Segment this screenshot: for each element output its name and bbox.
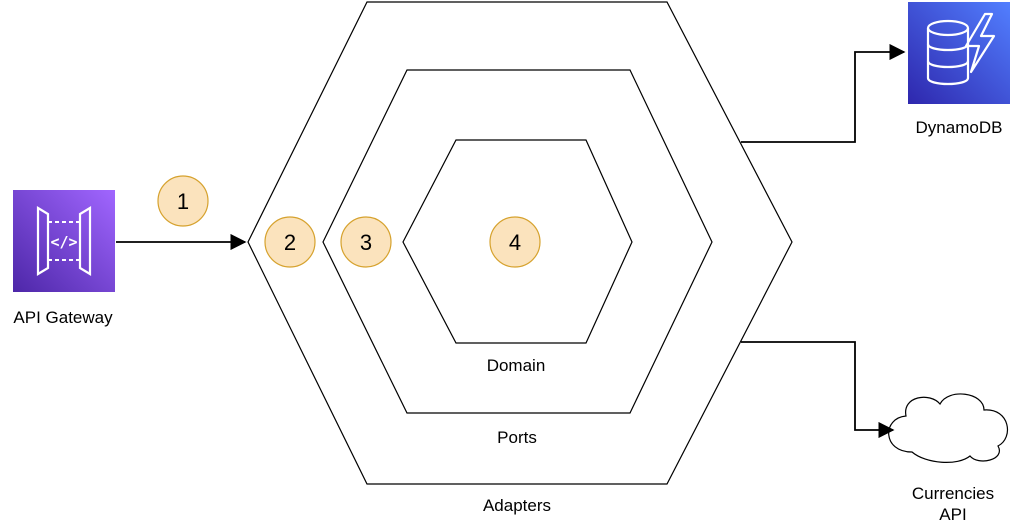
svg-text:</>: </>	[50, 233, 77, 251]
domain-hexagon	[402, 139, 633, 344]
adapters-hexagon	[247, 1, 793, 485]
api-gateway-icon: </>	[13, 190, 115, 292]
step-number: 1	[177, 189, 189, 214]
ports-label: Ports	[497, 428, 537, 447]
step-number: 3	[360, 230, 372, 255]
dynamodb-icon	[908, 2, 1010, 104]
api-gateway-label: API Gateway	[13, 308, 113, 327]
adapters-label: Adapters	[483, 496, 551, 515]
arrow-adapters-to-currencies	[741, 341, 895, 439]
step-marker-1: 1	[157, 175, 209, 227]
cloud-icon	[888, 393, 1008, 463]
step-marker-2: 2	[264, 216, 316, 268]
step-marker-3: 3	[340, 216, 392, 268]
currencies-api-label-line2: API	[939, 505, 966, 524]
ports-hexagon	[322, 69, 713, 414]
currencies-api-label-line1: Currencies	[912, 484, 994, 503]
step-marker-4: 4	[489, 216, 541, 268]
dynamodb-label: DynamoDB	[916, 118, 1003, 137]
domain-label: Domain	[487, 356, 546, 375]
arrow-adapters-to-dynamodb	[741, 43, 906, 143]
step-number: 4	[509, 230, 521, 255]
step-number: 2	[284, 230, 296, 255]
